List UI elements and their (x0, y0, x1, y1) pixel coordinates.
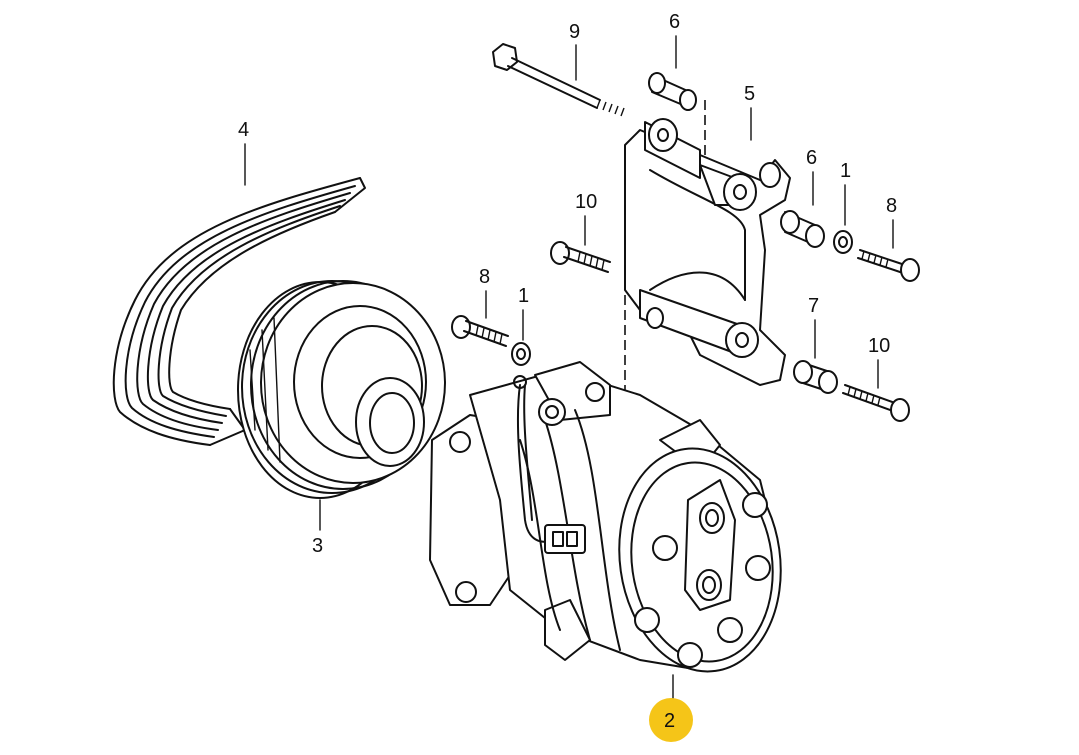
callout-4[interactable]: 4 (238, 119, 249, 186)
callout-label-7: 7 (808, 295, 819, 317)
callout-label-6-right: 6 (806, 147, 817, 169)
callout-1-right[interactable]: 1 (840, 160, 851, 226)
callout-10-upper[interactable]: 10 (575, 191, 597, 246)
callout-label-4: 4 (238, 119, 249, 141)
drive-belt[interactable] (112, 177, 366, 446)
callout-7[interactable]: 7 (808, 295, 819, 359)
callout-label-1-left: 1 (518, 285, 529, 307)
washer-left[interactable] (511, 342, 531, 366)
callout-5[interactable]: 5 (744, 83, 755, 141)
callout-8-left[interactable]: 8 (479, 266, 490, 319)
callout-3[interactable]: 3 (312, 499, 323, 557)
callout-6-upper[interactable]: 6 (669, 11, 680, 69)
callout-6-right[interactable]: 6 (806, 147, 817, 206)
callout-label-1-right: 1 (840, 160, 851, 182)
mounting-bracket[interactable] (624, 118, 791, 386)
callout-label-6-upper: 6 (669, 11, 680, 33)
callout-label-5: 5 (744, 83, 755, 105)
callout-label-10-upper: 10 (575, 191, 597, 213)
callout-label-3: 3 (312, 535, 323, 557)
callout-label-8-right: 8 (886, 195, 897, 217)
callout-label-2: 2 (664, 710, 675, 732)
callout-1-left[interactable]: 1 (518, 285, 529, 341)
callout-10-lower[interactable]: 10 (868, 335, 890, 389)
washer-right[interactable] (833, 230, 853, 254)
bolt-left[interactable] (451, 315, 509, 347)
callout-8-right[interactable]: 8 (886, 195, 897, 249)
bolt-long[interactable] (492, 43, 625, 117)
callout-label-9: 9 (569, 21, 580, 43)
ac-compressor[interactable] (429, 361, 795, 682)
sleeve-right[interactable] (780, 210, 825, 248)
callout-2-highlighted[interactable]: 2 (649, 674, 693, 742)
callout-label-10-lower: 10 (868, 335, 890, 357)
sleeve-7[interactable] (793, 360, 838, 394)
callout-9[interactable]: 9 (569, 21, 580, 81)
bolt-10-lower[interactable] (842, 384, 910, 422)
pulley[interactable] (237, 280, 446, 499)
sleeve-upper[interactable] (648, 72, 697, 111)
callout-2-highlight-circle (649, 698, 693, 742)
callout-label-8-left: 8 (479, 266, 490, 288)
bolt-right[interactable] (857, 249, 920, 282)
bolt-10-upper[interactable] (550, 241, 611, 273)
